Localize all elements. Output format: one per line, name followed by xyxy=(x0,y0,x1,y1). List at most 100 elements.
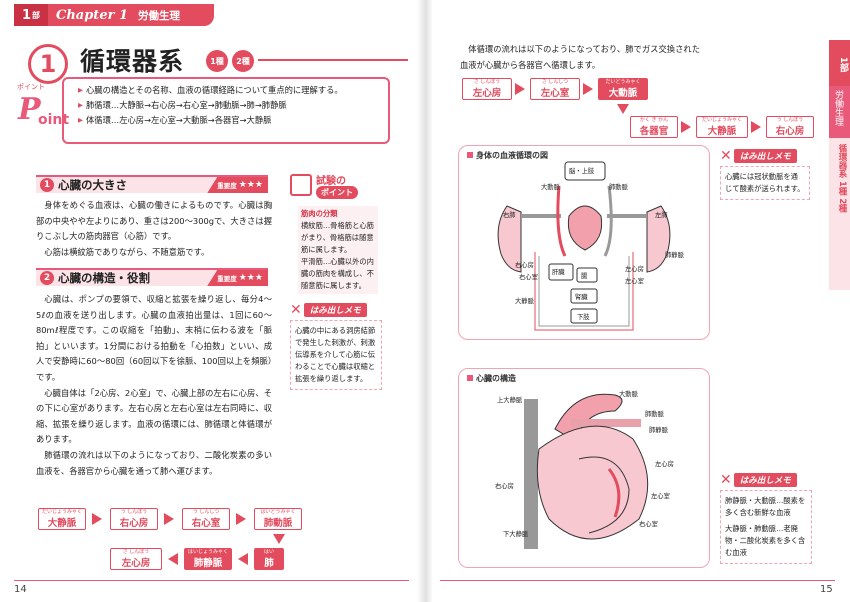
flow-term: 各器官 xyxy=(639,126,669,137)
paragraph-heart-structure: 心臓は、ポンプの要領で、収縮と拡張を繰り返し、毎分4～5ℓの血液を送り出します。… xyxy=(36,292,272,479)
tab-section: 循環器系 1種 2種 xyxy=(831,144,848,213)
chapter-title: 労働生理 xyxy=(138,9,181,22)
flow-arrow-icon xyxy=(681,121,691,133)
side-tab: 1部 労働生理 循環器系 1種 2種 xyxy=(829,40,850,290)
importance-badge: 重要度★★★ xyxy=(207,177,268,193)
flow-term: 左心室 xyxy=(540,88,570,99)
exam-point-sub: ポイント xyxy=(316,186,358,199)
memo-label: はみ出しメモ xyxy=(733,473,797,487)
part-number: 1 xyxy=(21,7,32,23)
circulation-figure: 身体の血液循環の図 脳・上肢 大動脈 肺動脈 右肺 左肺 肺静脈 xyxy=(458,145,710,340)
flow-arrow-icon xyxy=(515,83,525,95)
memo-line: 大静脈・肺動脈…老廃物・二酸化炭素を多く含む血液 xyxy=(725,524,806,557)
footer-rule xyxy=(14,580,409,581)
memo-tag: ✕はみ出しメモ xyxy=(720,472,797,488)
ruby-text: はいじょうみゃく xyxy=(187,549,228,555)
flow-arrow-icon xyxy=(751,121,761,133)
flow-box: さ しんぼう左心房 xyxy=(462,78,512,100)
label-pulmonary-artery: 肺動脈 xyxy=(609,184,628,191)
flow-box: う しんぼう右心房 xyxy=(766,116,814,138)
point-label-small: ポイント xyxy=(17,83,45,91)
title-rule xyxy=(258,59,408,61)
flow-term: 肺 xyxy=(264,558,274,569)
label-brain: 脳・上肢 xyxy=(569,168,595,175)
ruby-text: さ しんしつ xyxy=(541,79,569,85)
ruby-text: はい xyxy=(263,549,274,555)
subhead-title: 心臓の構造・役割 xyxy=(58,271,150,285)
exam-icon xyxy=(290,174,312,196)
flow-arrow-icon xyxy=(273,534,285,544)
heart-diagram xyxy=(524,393,649,549)
point-label-big: P xyxy=(18,92,41,127)
tab-part: 1部 xyxy=(829,40,850,86)
flow-arrow-icon xyxy=(238,553,248,565)
label-inferior-vena-cava: 下大静脈 xyxy=(503,531,529,538)
point-item: 肺循環…大静脈→右心房→右心室→肺動脈→肺→肺静脈 xyxy=(78,98,380,113)
tab-badge: 1種 2種 xyxy=(837,180,847,213)
paragraph: 体循環の流れは以下のようになっており、肺でガス交換された血液が心臓から各器官へ循… xyxy=(460,44,700,70)
subhead-heart-structure: 2 心臓の構造・役割 重要度★★★ xyxy=(36,268,268,286)
flow-arrow-icon xyxy=(92,513,102,525)
label-kidney: 腎臓 xyxy=(575,294,588,301)
label-right-ventricle: 右心室 xyxy=(639,521,658,528)
label-aorta: 大動脈 xyxy=(619,391,638,398)
chapter-label: Chapter 1 xyxy=(56,7,129,23)
subhead-number: 2 xyxy=(40,271,54,285)
point-box: 心臓の構造とその名称、血液の循環経路について重点的に理解する。 肺循環…大静脈→… xyxy=(62,77,390,144)
page-number-left: 14 xyxy=(14,584,27,595)
paragraph: 身体をめぐる血液は、心臓の働きによるものです。心臓は胸部の中央やや左よりにあり、… xyxy=(36,200,272,242)
flow-term: 右心室 xyxy=(191,518,221,529)
label-intestine: 腸 xyxy=(581,273,588,280)
note-heading: 筋肉の分類 xyxy=(301,209,338,218)
flow-box: だいじょうみゃく大静脈 xyxy=(38,508,86,530)
label-left-lung: 左肺 xyxy=(655,212,668,219)
flow-box: かく き かん各器官 xyxy=(630,116,678,138)
label-left-atrium: 左心房 xyxy=(655,461,674,468)
memo-line: 肺静脈・大動脈…酸素を多く含む新鮮な血液 xyxy=(725,496,806,517)
part-suffix: 部 xyxy=(32,10,41,20)
paragraph: 肺循環の流れは以下のようになっており、二酸化炭素の多い血液を、各器官から心臓を通… xyxy=(36,449,272,476)
footer-rule xyxy=(440,580,835,581)
flow-term: 右心房 xyxy=(775,126,805,137)
paragraph-heart-size: 身体をめぐる血液は、心臓の働きによるものです。心臓は胸部の中央やや左よりにあり、… xyxy=(36,198,272,260)
page-number-right: 15 xyxy=(820,584,833,595)
paragraph: 心臓自体は「2心房、2心室」で、心臓上部の左右に心房、その下に心室があります。左… xyxy=(36,387,272,445)
note-line: 平滑筋…心臓以外の内臓の筋肉を構成し、不随意筋に属します。 xyxy=(301,257,374,290)
flow-term: 左心房 xyxy=(121,558,151,569)
label-left-ventricle: 左心室 xyxy=(625,278,644,285)
flow-box: はいじょうみゃく肺静脈 xyxy=(184,548,232,570)
subhead-heart-size: 1 心臓の大きさ 重要度★★★ xyxy=(36,175,268,193)
importance-label: 重要度 xyxy=(217,275,237,283)
label-right-atrium: 右心房 xyxy=(495,483,514,490)
memo-note: 心臓には冠状動脈を通じて酸素が送られます。 xyxy=(720,166,810,200)
flow-arrow-icon xyxy=(583,83,593,95)
point-label-rest: oint xyxy=(38,112,70,128)
page-gutter xyxy=(417,0,433,602)
figure-title: 心臓の構造 xyxy=(467,373,516,384)
label-vena-cava: 大静脈 xyxy=(515,298,534,305)
ruby-text: だいどうみゃく xyxy=(605,79,641,85)
flow-term: 肺静脈 xyxy=(193,558,223,569)
importance-badge: 重要度★★★ xyxy=(207,270,268,286)
flow-box: だいどうみゃく大動脈 xyxy=(598,78,648,100)
x-icon: ✕ xyxy=(290,302,302,318)
grade1-badge: 1種 xyxy=(206,50,228,72)
section-title: 循環器系 xyxy=(80,47,185,76)
flow-box: さ しんぼう左心房 xyxy=(110,548,162,570)
label-pulmonary-vein: 肺静脈 xyxy=(649,427,668,434)
flow-box: う しんぼう右心房 xyxy=(110,508,158,530)
subhead-number: 1 xyxy=(40,178,54,192)
memo-label: はみ出しメモ xyxy=(303,303,367,317)
heart-structure-figure: 心臓の構造 上大静脈 大動脈 肺動脈 肺静脈 左心房 右心房 左心室 右心室 下… xyxy=(458,368,710,568)
systemic-intro: 体循環の流れは以下のようになっており、肺でガス交換された血液が心臓から各器官へ循… xyxy=(460,42,700,73)
note-line: 横紋筋…骨格筋と心筋がまり、骨格筋は随意筋に属します。 xyxy=(301,221,374,254)
ruby-text: だいじょうみゃく xyxy=(701,117,742,123)
label-pulmonary-artery: 肺動脈 xyxy=(645,411,664,418)
label-right-atrium: 右心房 xyxy=(515,262,534,269)
label-superior-vena-cava: 上大静脈 xyxy=(497,397,523,404)
memo-tag: ✕はみ出しメモ xyxy=(720,148,797,164)
exam-point-note: 筋肉の分類 横紋筋…骨格筋と心筋がまり、骨格筋は随意筋に属します。 平滑筋…心臓… xyxy=(298,206,378,294)
